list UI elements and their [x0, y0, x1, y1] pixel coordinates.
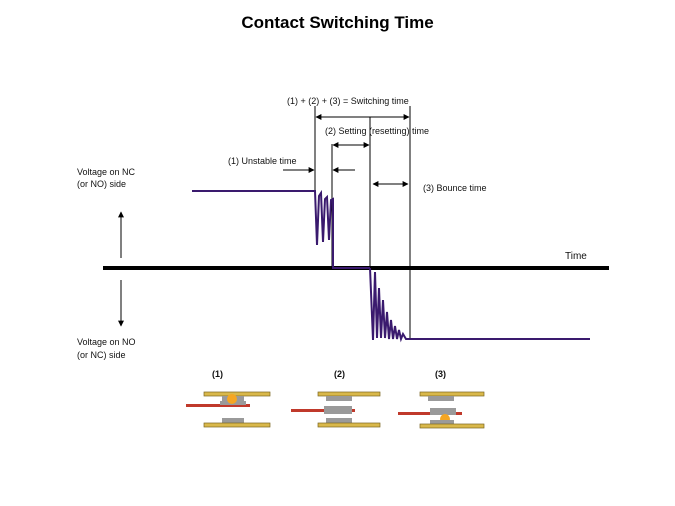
- unstable-time-label: (1) Unstable time: [228, 156, 297, 166]
- bounce-time-label: (3) Bounce time: [423, 183, 487, 193]
- setting-time-label: (2) Setting (resetting) time: [325, 126, 429, 136]
- time-axis-label: Time: [565, 251, 587, 262]
- switching-time-label: (1) + (2) + (3) = Switching time: [287, 96, 409, 106]
- no-signal-waveform: [369, 267, 590, 343]
- contact-illustration-1: [186, 391, 271, 428]
- no-voltage-label-line2: (or NC) side: [77, 350, 126, 360]
- contact-illustration-3: [398, 391, 485, 429]
- stage-label-3: (3): [435, 369, 446, 379]
- page-title: Contact Switching Time: [241, 13, 434, 32]
- nc-voltage-label-line1: Voltage on NC: [77, 167, 136, 177]
- stage-label-1: (1): [212, 369, 223, 379]
- nc-voltage-label-line2: (or NO) side: [77, 179, 126, 189]
- contact-illustration-2: [291, 391, 381, 428]
- no-voltage-label-line1: Voltage on NO: [77, 337, 136, 347]
- nc-signal-waveform: [192, 189, 370, 269]
- stage-label-2: (2): [334, 369, 345, 379]
